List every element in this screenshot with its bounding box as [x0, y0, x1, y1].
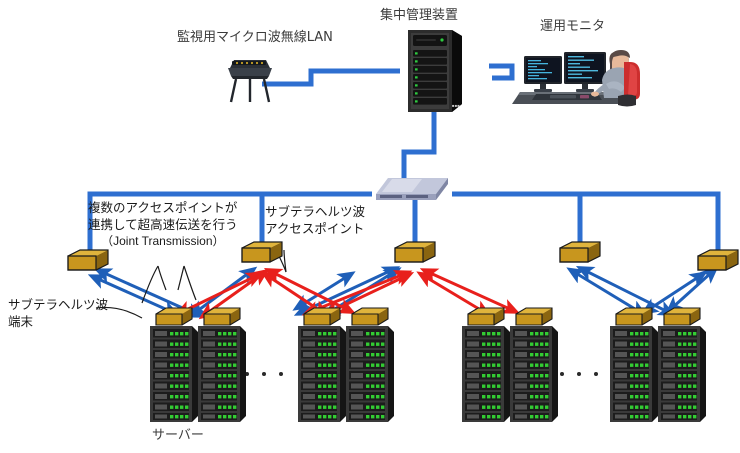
- wire-tower-to-operator: [489, 63, 515, 81]
- wire-antenna-to-tower: [262, 68, 400, 87]
- tower-shadow-mark: ■■■: [452, 103, 461, 108]
- server-group-3[interactable]: [460, 306, 560, 422]
- access-point-2-icon[interactable]: [240, 240, 284, 270]
- terminal-box-icon: [303, 307, 341, 326]
- wireless-link-arrows-red: [173, 267, 521, 320]
- callout-joint-line1: 複数のアクセスポイントが: [88, 200, 238, 215]
- ellipsis-separator: [245, 372, 283, 376]
- terminal-box-icon: [467, 307, 505, 326]
- label-access-point-line1: サブテラヘルツ波: [265, 204, 366, 219]
- ellipsis-dot: [560, 372, 564, 376]
- label-terminal: サブテラヘルツ波 端末: [8, 296, 108, 330]
- ellipsis-dot: [594, 372, 598, 376]
- ellipsis-dot: [577, 372, 581, 376]
- terminal-box-icon: [203, 307, 241, 326]
- network-switch-icon: [376, 178, 448, 200]
- terminal-box-icon: [615, 307, 653, 326]
- terminal-box-icon: [155, 307, 193, 326]
- server-group-2[interactable]: [296, 306, 396, 422]
- ellipsis-dot: [262, 372, 266, 376]
- label-access-point-line2: アクセスポイント: [265, 221, 365, 236]
- operator-workstation-icon: [512, 50, 640, 107]
- access-point-5-icon[interactable]: [696, 248, 740, 278]
- terminal-box-icon: [515, 307, 553, 326]
- label-microwave-lan: 監視用マイクロ波無線LAN: [177, 30, 333, 45]
- terminal-box-icon: [663, 307, 701, 326]
- microwave-antenna-icon: [228, 60, 272, 103]
- label-terminal-line1: サブテラヘルツ波: [8, 297, 109, 312]
- central-management-tower-icon: [408, 30, 462, 112]
- label-operation-monitor: 運用モニタ: [540, 19, 606, 34]
- terminal-box-icon: [351, 307, 389, 326]
- callout-joint-line2: 連携して超高速伝送を行う: [88, 217, 238, 232]
- wire-tower-to-switch: [401, 112, 437, 186]
- ellipsis-separator: [560, 372, 598, 376]
- label-access-point: サブテラヘルツ波 アクセスポイント: [265, 203, 365, 237]
- server-group-1[interactable]: [148, 306, 248, 422]
- access-point-1-icon[interactable]: [66, 248, 110, 278]
- label-central-manager: 集中管理装置: [380, 8, 459, 23]
- callout-joint-line3: （Joint Transmission）: [101, 234, 225, 248]
- access-point-4-icon[interactable]: [558, 240, 602, 270]
- access-point-3-icon[interactable]: [393, 240, 437, 270]
- server-group-4[interactable]: [608, 306, 708, 422]
- label-terminal-line2: 端末: [8, 314, 34, 329]
- wire-switch-trunk-bus: [87, 191, 721, 250]
- ellipsis-dot: [279, 372, 283, 376]
- ellipsis-dot: [245, 372, 249, 376]
- label-server: サーバー: [152, 428, 204, 443]
- callout-joint-transmission: 複数のアクセスポイントが 連携して超高速伝送を行う （Joint Transmi…: [88, 199, 238, 250]
